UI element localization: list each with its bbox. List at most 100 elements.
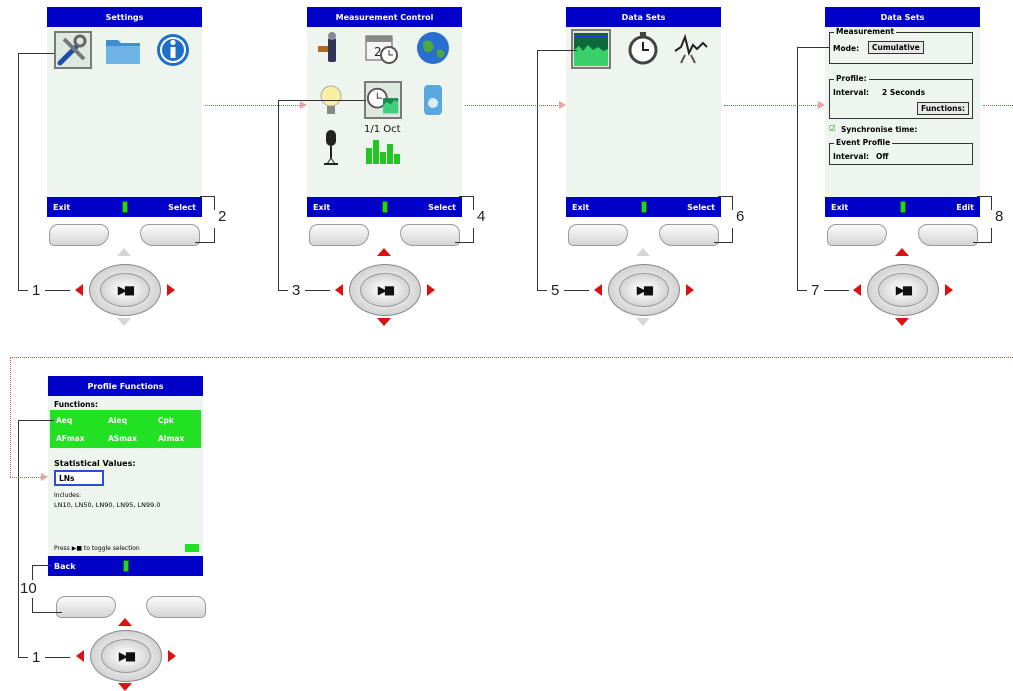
svg-text:2: 2 xyxy=(374,45,382,59)
play-stop-icon[interactable]: ▶■ xyxy=(360,273,410,307)
up-arrow-icon[interactable] xyxy=(377,248,391,256)
play-stop-icon[interactable]: ▶■ xyxy=(619,273,669,307)
right-arrow-icon[interactable] xyxy=(167,284,175,296)
play-stop-icon[interactable]: ▶■ xyxy=(101,639,151,673)
down-arrow-icon[interactable] xyxy=(895,318,909,326)
function-aeq[interactable]: Aeq xyxy=(56,416,73,425)
left-softkey[interactable] xyxy=(827,224,887,246)
down-arrow-icon[interactable] xyxy=(118,683,132,691)
microphone-icon[interactable] xyxy=(312,129,350,167)
play-stop-icon[interactable]: ▶■ xyxy=(100,273,150,307)
up-arrow-icon[interactable] xyxy=(118,618,132,626)
callout-line xyxy=(45,290,70,291)
profile-chart-icon[interactable] xyxy=(571,29,611,69)
play-stop-dpad[interactable]: ▶■ xyxy=(349,264,421,316)
function-afmax[interactable]: AFmax xyxy=(56,434,85,443)
event-icon[interactable] xyxy=(672,29,710,67)
exit-label: Exit xyxy=(572,203,590,212)
play-stop-dpad[interactable]: ▶■ xyxy=(90,630,162,682)
down-arrow-icon[interactable] xyxy=(636,318,650,326)
left-softkey[interactable] xyxy=(49,224,109,246)
left-arrow-icon[interactable] xyxy=(335,284,343,296)
data-sets-screen: Data Sets Exit Select xyxy=(566,7,721,217)
interval-label: Interval: xyxy=(833,88,870,97)
select-label: Select xyxy=(168,203,196,212)
left-arrow-icon[interactable] xyxy=(853,284,861,296)
right-softkey[interactable] xyxy=(659,224,719,246)
battery-icon xyxy=(899,201,906,213)
right-softkey[interactable] xyxy=(146,596,206,618)
left-softkey[interactable] xyxy=(56,596,116,618)
keypad-1: ▶■ xyxy=(47,222,202,332)
callout-line xyxy=(278,100,279,290)
sound-meter-icon[interactable] xyxy=(312,29,350,67)
exit-label: Exit xyxy=(53,203,71,212)
back-label: Back xyxy=(54,562,76,571)
profile-stopwatch-icon[interactable] xyxy=(364,81,402,119)
flow-connector xyxy=(10,477,41,478)
lightbulb-icon[interactable] xyxy=(312,81,350,119)
tools-icon[interactable] xyxy=(54,31,92,69)
left-arrow-icon[interactable] xyxy=(75,284,83,296)
calibrator-icon[interactable] xyxy=(414,81,452,119)
step-number: 8 xyxy=(995,208,1004,225)
play-stop-dpad[interactable]: ▶■ xyxy=(89,264,161,316)
play-stop-dpad[interactable]: ▶■ xyxy=(608,264,680,316)
callout-line xyxy=(278,290,288,291)
screen-title: Data Sets xyxy=(825,7,980,27)
right-arrow-icon[interactable] xyxy=(427,284,435,296)
step-number: 1 xyxy=(32,282,41,299)
functions-button[interactable]: Functions: xyxy=(917,102,969,115)
left-arrow-icon[interactable] xyxy=(76,650,84,662)
info-icon[interactable] xyxy=(154,31,192,69)
sync-label: Synchronise time: xyxy=(841,125,918,134)
sync-checkbox[interactable]: ☑ xyxy=(829,124,836,133)
callout-line xyxy=(45,657,70,658)
keypad-5: ▶■ xyxy=(48,580,206,691)
folder-icon[interactable] xyxy=(104,31,142,69)
flow-connector xyxy=(10,357,1013,358)
callout-line xyxy=(732,196,733,210)
left-arrow-icon[interactable] xyxy=(594,284,602,296)
down-arrow-icon[interactable] xyxy=(377,318,391,326)
right-arrow-icon[interactable] xyxy=(945,284,953,296)
profile-group: Profile: Interval: 2 Seconds Functions: xyxy=(829,74,973,119)
octave-bars-icon[interactable]: 1/1 Oct xyxy=(362,124,412,164)
right-arrow-icon[interactable] xyxy=(168,650,176,662)
function-asmax[interactable]: ASmax xyxy=(108,434,137,443)
flow-connector xyxy=(205,105,300,106)
callout-line xyxy=(714,242,733,243)
calendar-clock-icon[interactable]: 2 xyxy=(362,29,400,67)
profile-functions-screen: Profile Functions Functions: Aeq AIeq Cp… xyxy=(48,376,203,576)
left-softkey[interactable] xyxy=(309,224,369,246)
flow-connector xyxy=(983,105,1013,106)
callout-line xyxy=(459,196,474,197)
event-interval-label: Interval: xyxy=(833,152,870,161)
softkey-bar: Exit Edit xyxy=(825,197,980,217)
globe-icon[interactable] xyxy=(414,29,452,67)
callout-line xyxy=(18,53,54,54)
function-aieq[interactable]: AIeq xyxy=(108,416,128,425)
function-cpk[interactable]: Cpk xyxy=(158,416,174,425)
play-stop-icon[interactable]: ▶■ xyxy=(878,273,928,307)
right-arrow-icon[interactable] xyxy=(686,284,694,296)
measurement-group: Measurement Mode: Cumulative xyxy=(829,27,973,64)
up-arrow-icon[interactable] xyxy=(117,248,131,256)
right-softkey[interactable] xyxy=(400,224,460,246)
function-aimax[interactable]: AImax xyxy=(158,434,185,443)
stopwatch-icon[interactable] xyxy=(624,29,662,67)
right-softkey[interactable] xyxy=(140,224,200,246)
softkey-bar: Back xyxy=(48,556,203,576)
play-stop-dpad[interactable]: ▶■ xyxy=(867,264,939,316)
left-softkey[interactable] xyxy=(568,224,628,246)
exit-label: Exit xyxy=(831,203,849,212)
measurement-control-screen: Measurement Control 2 1/1 Oct Exit Selec… xyxy=(307,7,462,217)
up-arrow-icon[interactable] xyxy=(895,248,909,256)
right-softkey[interactable] xyxy=(918,224,978,246)
up-arrow-icon[interactable] xyxy=(636,248,650,256)
statistical-label: Statistical Values: xyxy=(54,459,136,468)
lns-field[interactable]: LNs xyxy=(54,470,104,486)
callout-line xyxy=(195,242,215,243)
mode-field[interactable]: Cumulative xyxy=(868,41,924,54)
down-arrow-icon[interactable] xyxy=(117,318,131,326)
